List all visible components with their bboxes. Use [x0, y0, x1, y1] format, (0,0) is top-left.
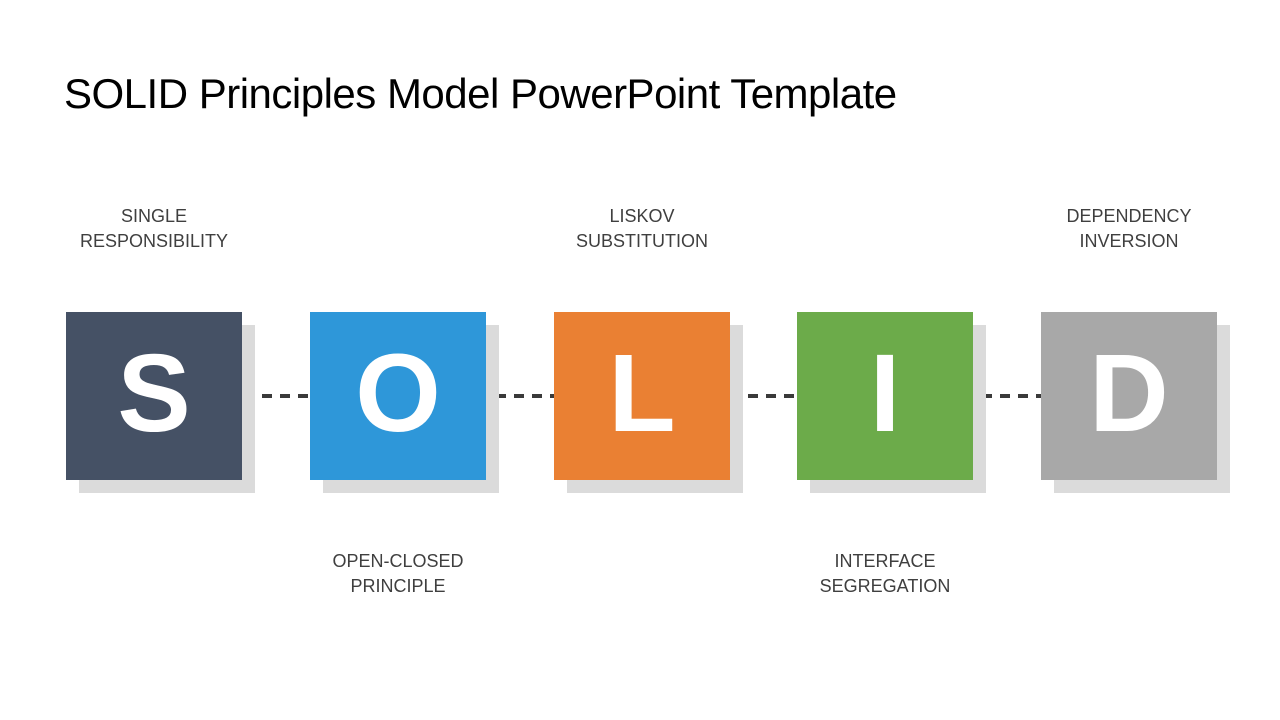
- tile-letter-d: D: [1089, 332, 1169, 455]
- solid-item-o: OPEN-CLOSED PRINCIPLE O: [278, 204, 518, 604]
- tile-letter-s: S: [117, 332, 191, 455]
- slide-title: SOLID Principles Model PowerPoint Templa…: [64, 70, 897, 118]
- principle-label-liskov-substitution: LISKOV SUBSTITUTION: [575, 206, 708, 251]
- solid-item-d: DEPENDENCY INVERSION D: [1009, 204, 1249, 604]
- letter-tile-d: D: [1041, 312, 1217, 480]
- tile-letter-i: I: [869, 332, 901, 455]
- principle-label-open-closed: OPEN-CLOSED PRINCIPLE: [332, 551, 464, 596]
- solid-item-i: INTERFACE SEGREGATION I: [765, 204, 1005, 604]
- principle-label-interface-segregation: INTERFACE SEGREGATION: [819, 551, 951, 596]
- tile-letter-l: L: [608, 332, 676, 455]
- tile-letter-o: O: [355, 332, 441, 455]
- solid-item-l: LISKOV SUBSTITUTION L: [522, 204, 762, 604]
- letter-tile-s: S: [66, 312, 242, 480]
- solid-item-s: SINGLE RESPONSIBILITY S: [34, 204, 274, 604]
- letter-tile-l: L: [554, 312, 730, 480]
- letter-tile-o: O: [310, 312, 486, 480]
- letter-tile-i: I: [797, 312, 973, 480]
- principle-label-single-responsibility: SINGLE RESPONSIBILITY: [79, 206, 229, 251]
- principle-label-dependency-inversion: DEPENDENCY INVERSION: [1066, 206, 1192, 251]
